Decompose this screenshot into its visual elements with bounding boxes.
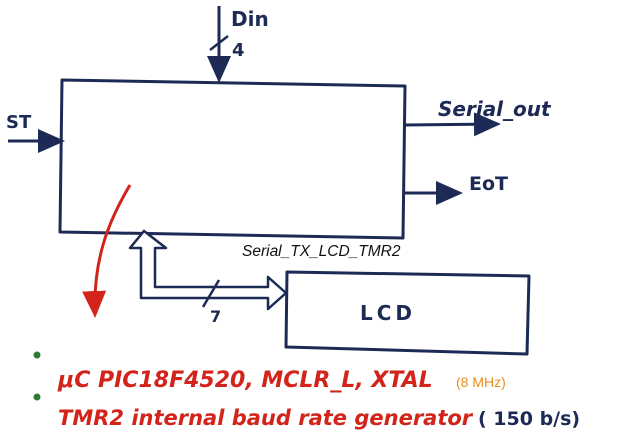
main-block <box>58 78 407 240</box>
lcd-block <box>284 270 531 356</box>
eot-label: EoT <box>469 173 508 195</box>
block-name: Serial_TX_LCD_TMR2 <box>242 243 401 260</box>
lcd-label: LCD <box>360 301 416 325</box>
note-line-1-extra: (8 MHz) <box>456 374 506 390</box>
din-label: Din <box>231 7 269 31</box>
note-line-2: TMR2 internal baud rate generator <box>58 406 474 430</box>
din-bus-slash <box>209 35 229 51</box>
note-bullet-1 <box>33 351 41 359</box>
note-bullet-2 <box>33 393 41 401</box>
note-line-1: μC PIC18F4520, MCLR_L, XTAL <box>57 368 433 393</box>
lcd-bus-width-label: 7 <box>210 307 221 326</box>
serial-out-label: Serial_out <box>438 97 552 121</box>
serial-out-arrow <box>404 112 501 137</box>
lcd-bus-slash <box>201 279 221 308</box>
note-line-2-extra: ( 150 b/s) <box>478 408 580 430</box>
st-label: ST <box>6 112 32 133</box>
din-width-label: 4 <box>232 40 245 61</box>
red-pointer-arrow <box>82 184 132 318</box>
